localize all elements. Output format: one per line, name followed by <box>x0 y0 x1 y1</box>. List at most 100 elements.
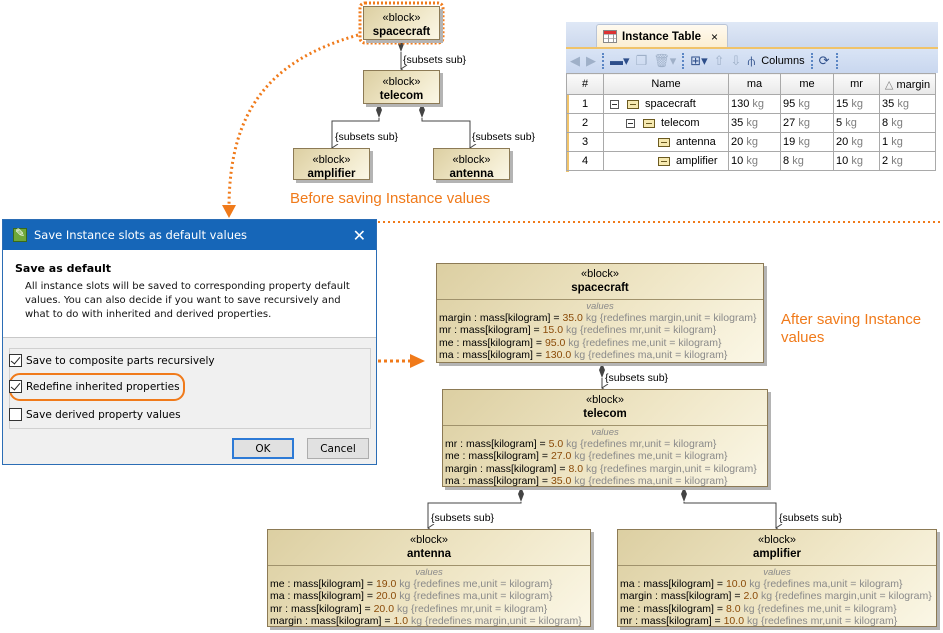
property-value: 1.0 <box>393 614 409 627</box>
property-type: mass[kilogram] <box>643 578 714 590</box>
option-save-recursively[interactable]: Save to composite parts recursively <box>9 354 215 367</box>
value-property[interactable]: me : mass[kilogram] = 19.0 kg {redefines… <box>270 578 553 590</box>
cell-value: 1 <box>882 136 889 148</box>
layout-icon[interactable]: ⊞▾ <box>690 53 708 68</box>
before-block-telecom[interactable]: «block» telecom <box>363 70 440 104</box>
cell-ma[interactable]: 35 kg <box>728 113 781 133</box>
cell-unit: kg <box>746 155 758 167</box>
column-header-margin[interactable]: △ margin <box>879 73 936 95</box>
stereotype: «block» <box>382 76 421 88</box>
cell-mr[interactable]: 20 kg <box>833 132 880 152</box>
property-value: 10.0 <box>723 614 745 627</box>
value-property[interactable]: me : mass[kilogram] = 8.0 kg {redefines … <box>620 602 897 615</box>
cell-unit: kg <box>798 117 810 129</box>
columns-button[interactable]: Columns <box>761 55 805 67</box>
checkbox-redefine[interactable] <box>9 380 22 393</box>
back-arrow-icon[interactable]: ◀ <box>570 53 580 68</box>
value-property[interactable]: margin : mass[kilogram] = 8.0 kg {redefi… <box>445 462 757 475</box>
add-row-icon[interactable]: ▬▾ <box>610 53 630 68</box>
cell-ma[interactable]: 10 kg <box>728 151 781 171</box>
tab-instance-table[interactable]: Instance Table × <box>596 24 728 48</box>
cell-unit: kg <box>746 136 758 148</box>
move-down-icon[interactable]: ⇩ <box>730 53 742 68</box>
cell-name[interactable]: antenna <box>603 132 729 152</box>
value-property[interactable]: ma : mass[kilogram] = 10.0 kg {redefines… <box>620 578 903 590</box>
column-header-ma[interactable]: ma <box>728 73 781 95</box>
column-header-me[interactable]: me <box>780 73 834 95</box>
forward-arrow-icon[interactable]: ▶ <box>586 53 596 68</box>
property-constraint: {redefines mr,unit = kilogram} <box>580 438 717 450</box>
value-property[interactable]: ma : mass[kilogram] = 130.0 kg {redefine… <box>439 348 728 361</box>
ok-button[interactable]: OK <box>232 438 294 459</box>
tab-title: Instance Table <box>622 30 702 43</box>
value-property[interactable]: me : mass[kilogram] = 27.0 kg {redefines… <box>445 450 728 463</box>
close-icon[interactable]: ✕ <box>352 225 366 245</box>
cell-ma[interactable]: 130 kg <box>728 94 781 114</box>
value-property[interactable]: margin : mass[kilogram] = 2.0 kg {redefi… <box>620 590 932 603</box>
cell-margin[interactable]: 1 kg <box>879 132 936 152</box>
option-save-derived[interactable]: Save derived property values <box>9 408 181 421</box>
cell-name[interactable]: spacecraft <box>603 94 729 114</box>
delete-icon[interactable]: 🗑▾ <box>653 53 677 68</box>
property-value: 35.0 <box>562 312 583 324</box>
column-header-mr[interactable]: mr <box>833 73 880 95</box>
cell-ma[interactable]: 20 kg <box>728 132 781 152</box>
before-block-antenna[interactable]: «block» antenna <box>433 148 510 180</box>
row-name: telecom <box>661 117 700 129</box>
close-icon[interactable]: × <box>711 29 719 44</box>
value-property[interactable]: margin : mass[kilogram] = 1.0 kg {redefi… <box>270 614 582 627</box>
cell-me[interactable]: 95 kg <box>780 94 834 114</box>
column-header-num[interactable]: # <box>566 73 604 95</box>
value-property[interactable]: ma : mass[kilogram] = 20.0 kg {redefines… <box>270 590 553 603</box>
before-block-spacecraft[interactable]: «block» spacecraft <box>363 6 440 40</box>
cell-me[interactable]: 8 kg <box>780 151 834 171</box>
copy-icon[interactable]: ❐ <box>635 53 648 68</box>
after-caption: After saving Instance values <box>781 311 922 346</box>
refresh-icon[interactable]: ⟳ <box>818 53 830 68</box>
cell-margin[interactable]: 2 kg <box>879 151 936 171</box>
cell-mr[interactable]: 10 kg <box>833 151 880 171</box>
property-type: mass[kilogram] <box>462 336 533 349</box>
cancel-button[interactable]: Cancel <box>307 438 369 459</box>
cell-margin[interactable]: 35 kg <box>879 94 936 114</box>
move-up-icon[interactable]: ⇧ <box>713 53 725 68</box>
value-property[interactable]: mr : mass[kilogram] = 10.0 kg {redefines… <box>620 614 898 627</box>
checkbox-recursive[interactable] <box>9 354 22 367</box>
cell-name[interactable]: telecom <box>603 113 729 133</box>
before-block-amplifier[interactable]: «block» amplifier <box>293 148 370 180</box>
property-name: margin <box>270 614 303 627</box>
cell-mr[interactable]: 15 kg <box>833 94 880 114</box>
cell-margin[interactable]: 8 kg <box>879 113 936 133</box>
collapse-icon[interactable] <box>610 99 619 109</box>
cell-me[interactable]: 19 kg <box>780 132 834 152</box>
property-name: ma <box>445 474 460 487</box>
checkbox-derived[interactable] <box>9 408 22 421</box>
cell-num: 4 <box>566 151 604 171</box>
cell-name[interactable]: amplifier <box>603 151 729 171</box>
collapse-icon[interactable] <box>626 118 635 128</box>
value-property[interactable]: margin : mass[kilogram] = 35.0 kg {redef… <box>439 312 757 324</box>
cell-mr[interactable]: 5 kg <box>833 113 880 133</box>
value-property[interactable]: ma : mass[kilogram] = 35.0 kg {redefines… <box>445 474 728 487</box>
before-connector-telecom-antenna <box>419 103 470 148</box>
value-property[interactable]: mr : mass[kilogram] = 20.0 kg {redefines… <box>270 602 548 615</box>
column-header-name[interactable]: Name <box>603 73 729 95</box>
cell-value: 19 <box>783 136 796 148</box>
annotation-arrowhead-down <box>222 205 236 218</box>
option-redefine-inherited[interactable]: Redefine inherited properties <box>9 380 180 393</box>
cell-me[interactable]: 27 kg <box>780 113 834 133</box>
dialog-title-bar[interactable]: Save Instance slots as default values ✕ <box>3 220 376 250</box>
value-property[interactable]: mr : mass[kilogram] = 15.0 kg {redefines… <box>439 324 717 337</box>
cell-num: 3 <box>566 132 604 152</box>
value-property[interactable]: me : mass[kilogram] = 95.0 kg {redefines… <box>439 336 722 349</box>
property-type: mass[kilogram] <box>293 578 364 590</box>
value-property[interactable]: mr : mass[kilogram] = 5.0 kg {redefines … <box>445 438 717 450</box>
